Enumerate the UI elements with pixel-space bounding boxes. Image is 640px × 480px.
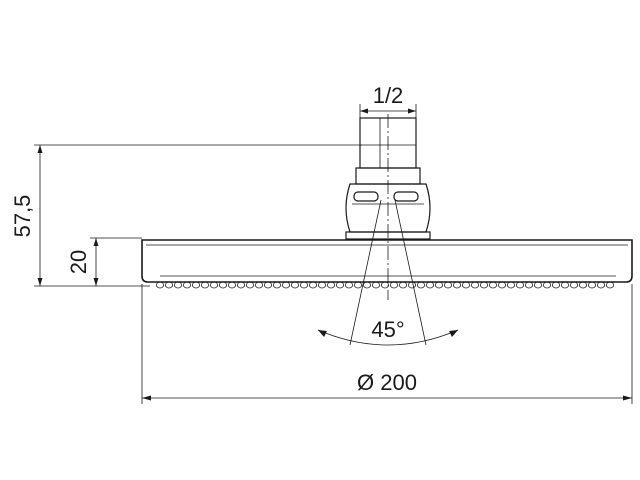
nozzle	[516, 281, 525, 289]
nozzle	[443, 281, 452, 289]
nozzle	[308, 281, 317, 289]
nozzle	[570, 281, 579, 289]
nozzle	[534, 281, 543, 289]
nozzle	[371, 281, 380, 289]
nozzle	[317, 281, 326, 289]
nozzle	[245, 281, 254, 289]
nozzle	[380, 281, 389, 289]
nozzle	[479, 281, 488, 289]
nozzle	[299, 281, 308, 289]
nozzle	[254, 281, 263, 289]
nozzle	[290, 281, 299, 289]
total-height-label: 57,5	[10, 195, 35, 238]
shower-head-body	[141, 239, 633, 283]
spray-angle-dimension: 45°	[317, 199, 459, 346]
nozzle	[452, 281, 461, 289]
nozzle	[227, 281, 236, 289]
total-height-dimension: 57,5	[10, 144, 362, 287]
thread-dimension: 1/2	[359, 83, 417, 120]
diameter-dimension: Ø 200	[141, 284, 633, 404]
head-thickness-label: 20	[66, 250, 91, 274]
nozzle	[525, 281, 534, 289]
nozzle	[218, 281, 227, 289]
nozzle	[597, 281, 606, 289]
nozzle	[209, 281, 218, 289]
spray-angle-label: 45°	[371, 317, 404, 342]
nozzle	[606, 281, 615, 289]
nozzle	[281, 281, 290, 289]
nozzle	[326, 281, 335, 289]
nozzle	[182, 281, 191, 289]
nozzle	[353, 281, 362, 289]
nozzle	[407, 281, 416, 289]
nozzle	[497, 281, 506, 289]
nozzle	[506, 281, 515, 289]
nozzle	[263, 281, 272, 289]
nozzle	[552, 281, 561, 289]
nozzle	[362, 281, 371, 289]
nozzle	[416, 281, 425, 289]
nozzle	[389, 281, 398, 289]
nozzle	[191, 281, 200, 289]
nozzle	[461, 281, 470, 289]
nozzle	[236, 281, 245, 289]
nozzle	[398, 281, 407, 289]
nozzle	[335, 281, 344, 289]
nozzle	[155, 281, 164, 289]
diameter-label: Ø 200	[357, 370, 417, 395]
head-thickness-dimension: 20	[66, 237, 142, 286]
nozzle	[588, 281, 597, 289]
nozzle	[434, 281, 443, 289]
nozzle	[543, 281, 552, 289]
nozzle	[173, 281, 182, 289]
nozzle-row	[155, 281, 615, 289]
nozzle	[488, 281, 497, 289]
nozzle	[272, 281, 281, 289]
nozzle	[164, 281, 173, 289]
nozzle	[579, 281, 588, 289]
nozzle	[425, 281, 434, 289]
thread-size-label: 1/2	[373, 83, 404, 108]
nozzle	[344, 281, 353, 289]
nozzle	[470, 281, 479, 289]
nozzle	[561, 281, 570, 289]
nozzle	[200, 281, 209, 289]
